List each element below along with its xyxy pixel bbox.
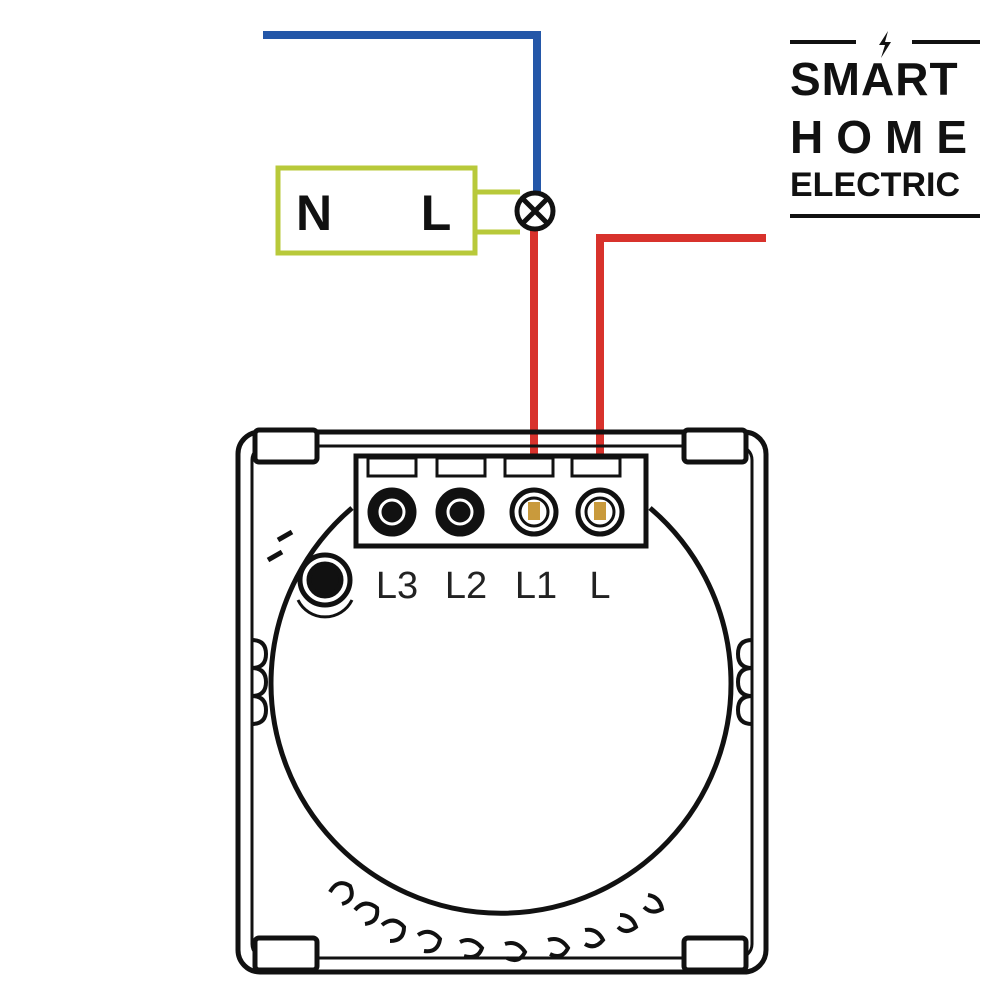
terminal-label-l2: L2	[445, 565, 487, 607]
logo-line-electric: ELECTRIC	[790, 166, 960, 204]
l-contact	[594, 502, 606, 520]
terminal-l3-screw	[367, 487, 417, 537]
l1-contact	[528, 502, 540, 520]
logo-line-smart: SMART	[790, 53, 959, 105]
live-label: L	[421, 185, 452, 241]
terminal-label-l3: L3	[376, 565, 418, 607]
corner-clip	[252, 427, 320, 465]
corner-clip	[681, 427, 749, 465]
brand-logo: SMART HOME ELECTRIC	[790, 30, 980, 225]
corner-clip	[252, 935, 320, 973]
lamp-icon	[514, 190, 556, 232]
load-box: N L	[275, 165, 520, 256]
corner-clip	[681, 935, 749, 973]
switch-module	[235, 427, 769, 975]
lightning-bolt-icon	[879, 31, 891, 58]
neutral-wire	[263, 31, 541, 192]
terminal-l2-screw	[435, 487, 485, 537]
logo-line-home: HOME	[790, 111, 980, 163]
terminal-label-l: L	[589, 565, 610, 607]
neutral-label: N	[296, 185, 332, 241]
terminal-label-l1: L1	[515, 565, 557, 607]
live-supply-wire	[596, 234, 766, 512]
